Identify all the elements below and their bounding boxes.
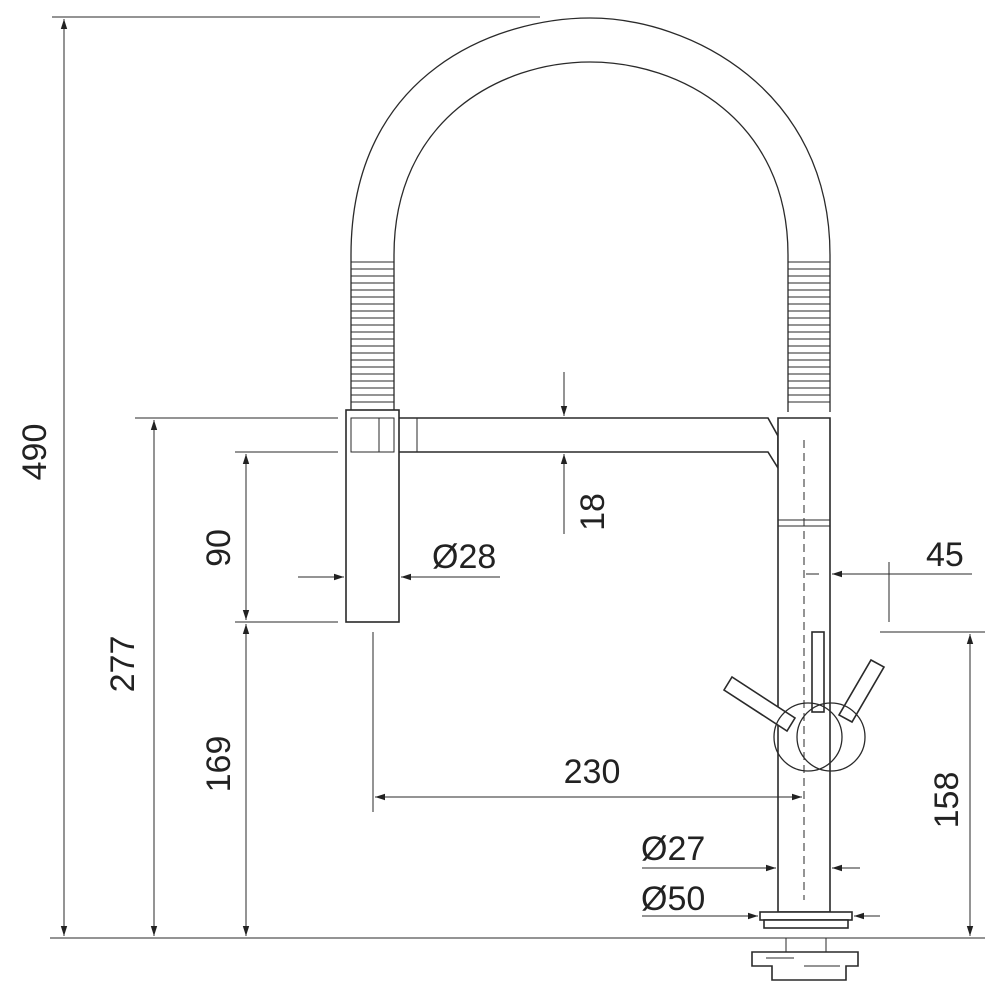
dimension-lines xyxy=(60,19,974,936)
right-ribbed-section xyxy=(788,261,830,403)
label-reach: 230 xyxy=(564,753,621,791)
spout-arm xyxy=(396,417,779,471)
handle-ring-right xyxy=(796,702,866,772)
extension-lines xyxy=(52,16,985,812)
spray-head xyxy=(345,409,400,623)
hose-outer-curve xyxy=(350,17,831,412)
label-body-diameter: Ø27 xyxy=(641,830,705,868)
handle-left-lever xyxy=(722,675,797,733)
label-sprayhead-diameter: Ø28 xyxy=(432,538,496,576)
label-base-diameter: Ø50 xyxy=(641,880,705,918)
label-total-height: 490 xyxy=(16,424,54,481)
base-flange xyxy=(759,911,853,921)
handle-right-lever xyxy=(837,658,886,724)
left-ribbed-section xyxy=(351,261,394,403)
label-handle-offset: 45 xyxy=(926,536,964,574)
spray-head-collar xyxy=(350,417,395,453)
label-arm-thickness: 18 xyxy=(574,493,612,531)
label-handle-height: 158 xyxy=(928,772,966,829)
hose-inner-curve xyxy=(393,61,789,412)
base-ring xyxy=(763,919,849,929)
handle-center-lever xyxy=(811,631,825,713)
handle-ring-left xyxy=(773,702,843,772)
faucet-outline xyxy=(50,17,985,981)
dimension-labels: 490 277 90 169 18 158 Ø28 230 45 Ø27 Ø50 xyxy=(16,424,966,918)
label-lower-height: 169 xyxy=(200,736,238,793)
label-sprayhead-length: 90 xyxy=(200,529,238,567)
label-spout-height: 277 xyxy=(104,636,142,693)
